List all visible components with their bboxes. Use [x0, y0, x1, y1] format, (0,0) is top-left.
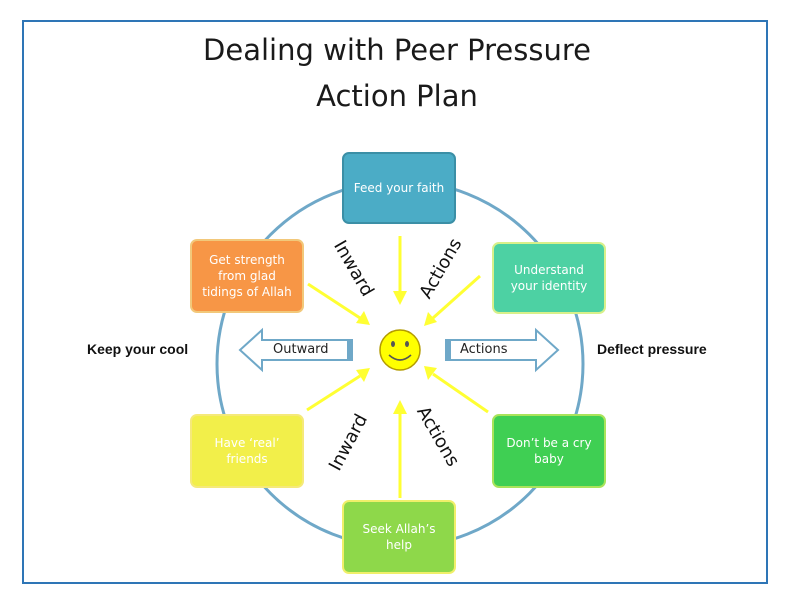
arrow-from-top-left: [307, 282, 361, 320]
arrow-from-top-right: [432, 274, 481, 320]
arrow-from-bottom-right: [432, 372, 489, 414]
inward-arrows: [306, 236, 489, 498]
arrow-head-top: [393, 291, 407, 305]
node-feed-your-faith: Feed your faith: [342, 152, 456, 224]
actions-block-arrow: [445, 327, 560, 373]
arrow-head-bottom-left: [356, 368, 370, 382]
node-get-strength: Get strength from glad tidings of Allah: [190, 239, 304, 313]
arrow-head-top-left: [356, 311, 370, 325]
node-have-real-friends: Have ‘real’ friends: [190, 414, 304, 488]
outward-block-arrow: [238, 327, 353, 373]
arrow-head-bottom-right: [424, 366, 437, 380]
smiley-face-icon: [379, 329, 421, 371]
title-line-1: Dealing with Peer Pressure: [203, 33, 591, 67]
node-understand-your-identity: Understand your identity: [492, 242, 606, 314]
deflect-pressure-label: Deflect pressure: [597, 341, 707, 357]
actions-arrow-label: Actions: [460, 342, 508, 357]
title-line-2: Action Plan: [316, 79, 478, 113]
keep-your-cool-label: Keep your cool: [87, 341, 189, 357]
node-seek-allahs-help: Seek Allah’s help: [342, 500, 456, 574]
node-dont-be-a-cry-baby: Don’t be a cry baby: [492, 414, 606, 488]
arrow-head-bottom: [393, 400, 407, 414]
arrow-from-bottom-left: [306, 374, 361, 412]
outward-label: Outward: [273, 342, 329, 357]
arrow-head-top-right: [424, 312, 437, 326]
diagram-frame: [22, 20, 768, 584]
